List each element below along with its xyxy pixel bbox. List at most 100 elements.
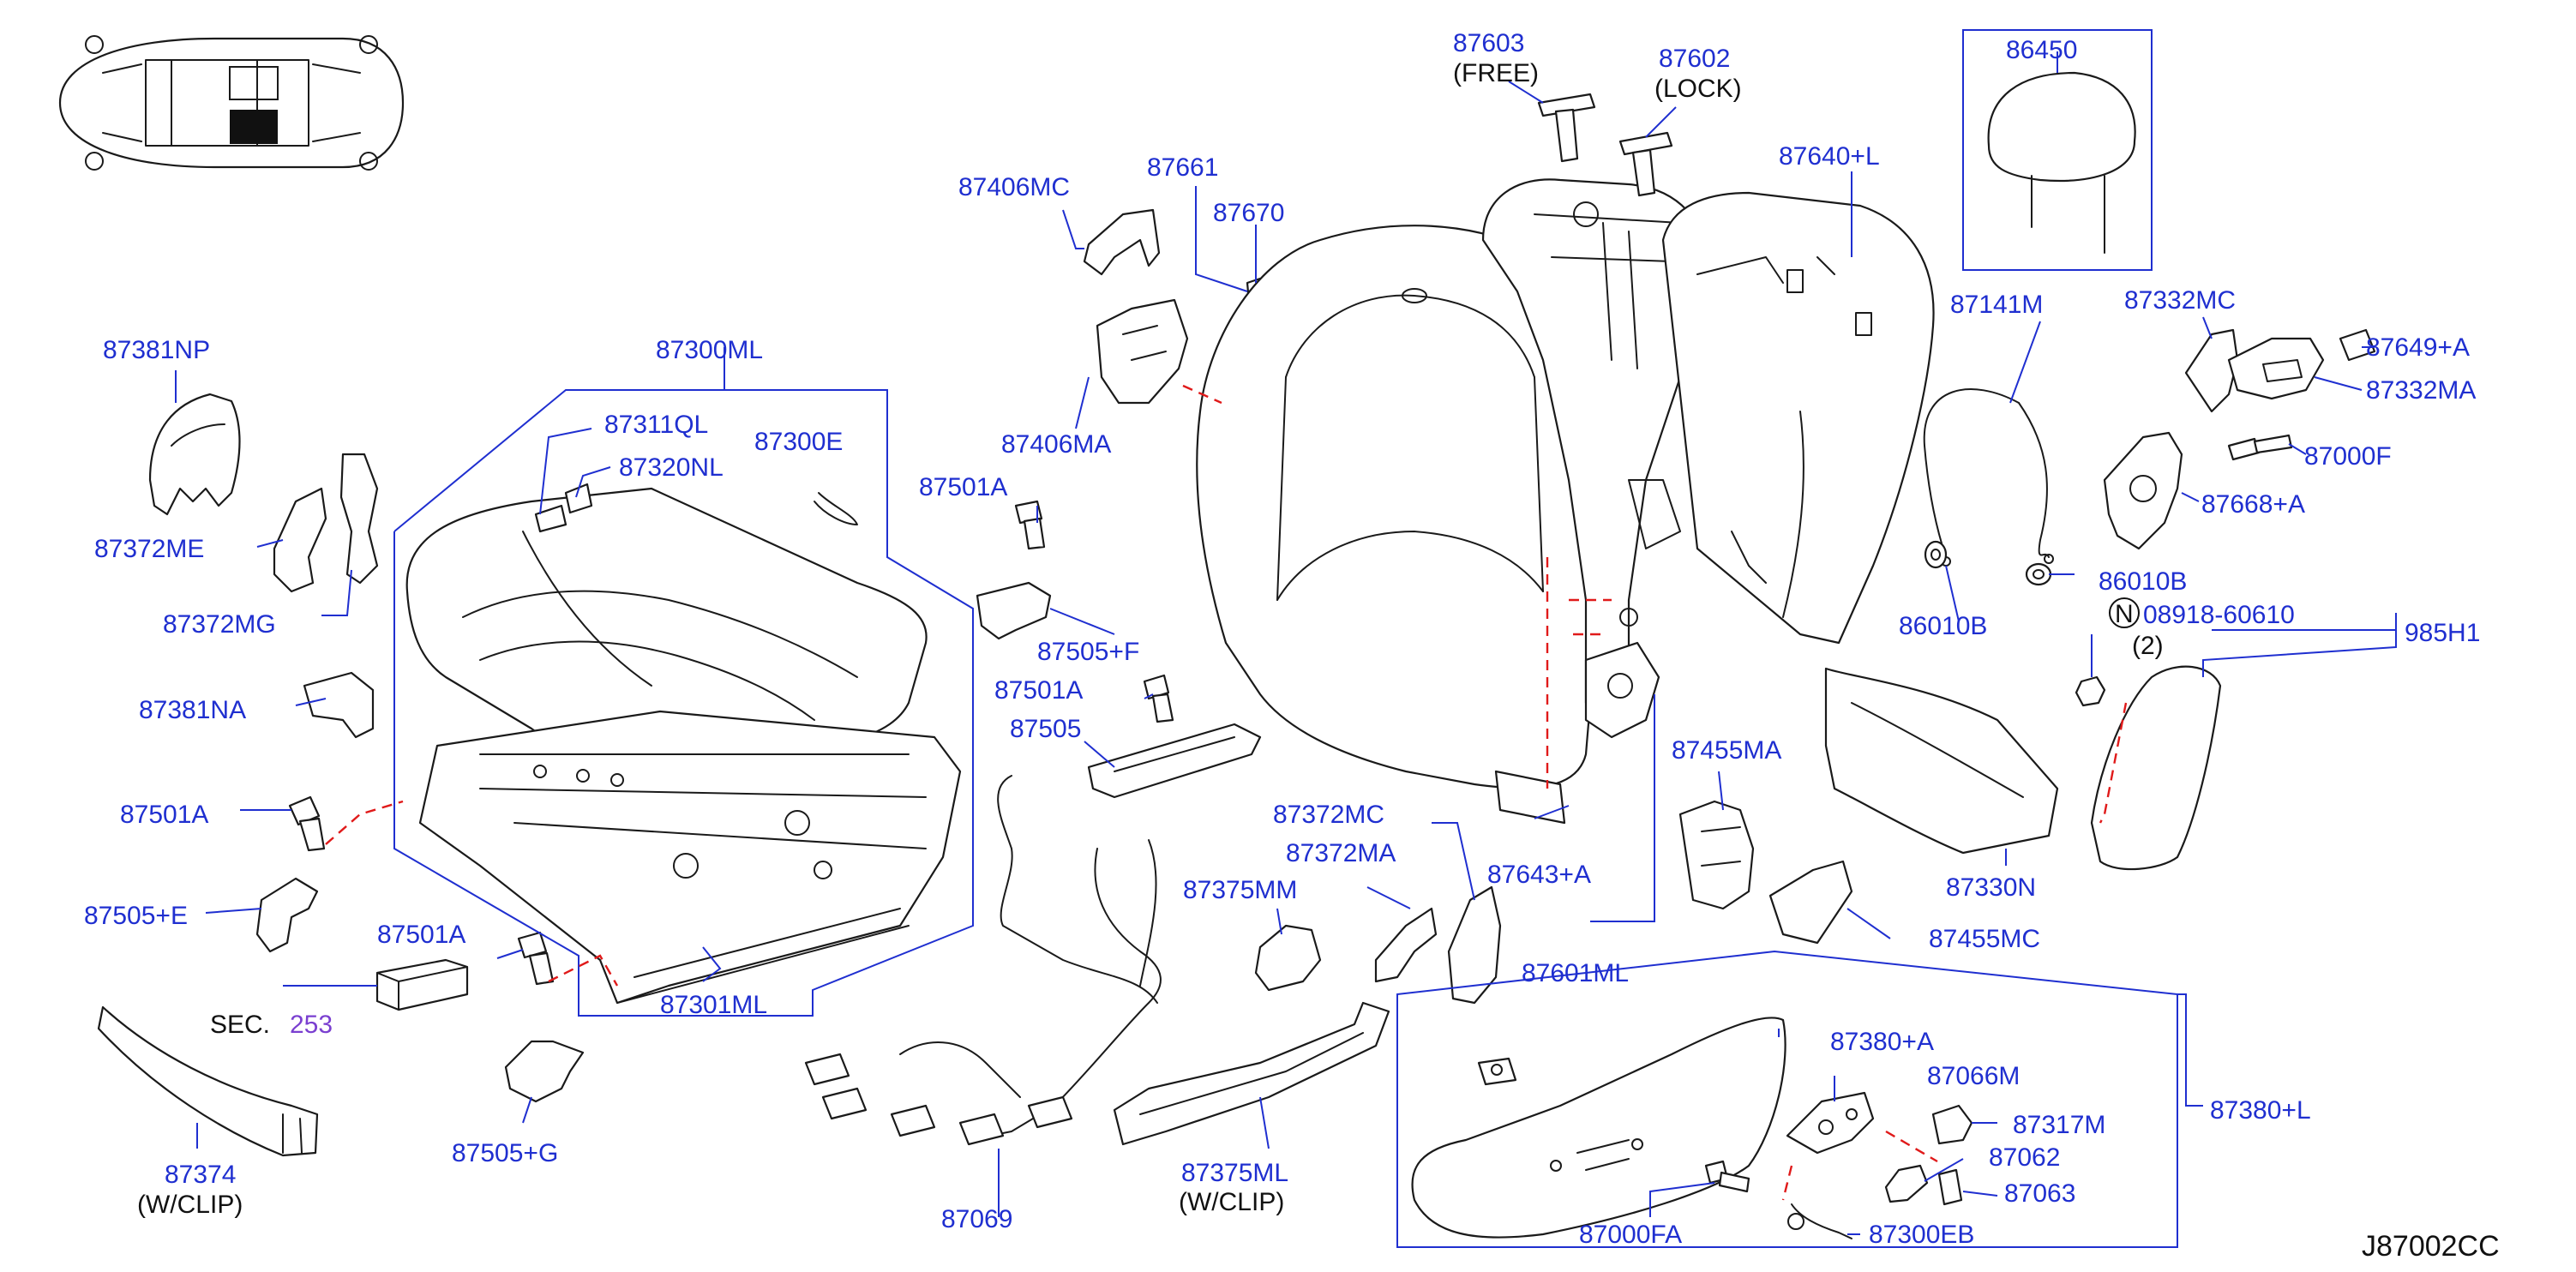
bracket-87375mm (1254, 924, 1322, 992)
seat-cushion-87300ml (405, 487, 928, 773)
label-87063: 87063 (2004, 1179, 2075, 1208)
label-87000fa: 87000FA (1579, 1221, 1682, 1249)
label-87069: 87069 (941, 1205, 1012, 1233)
label-87374: 87374 (165, 1161, 236, 1189)
label-87455mc: 87455MC (1929, 925, 2040, 953)
label-87311ql: 87311QL (604, 411, 708, 439)
part-87372me (273, 487, 327, 593)
label-87670: 87670 (1213, 199, 1284, 227)
label-87505: 87505 (1010, 715, 1081, 743)
part-87381np (148, 393, 241, 516)
label-87320nl: 87320NL (619, 453, 724, 482)
bolt-87501a-center-2 (1143, 674, 1174, 723)
label-86010b-1: 86010B (1899, 612, 1987, 640)
washer-86010b-1 (1924, 540, 1948, 569)
label-87381na: 87381NA (139, 696, 246, 724)
label-87380a: 87380+A (1830, 1028, 1934, 1056)
module-sec-253 (375, 958, 469, 1011)
cover-87332mc (2184, 328, 2239, 413)
label-87505e: 87505+E (84, 902, 188, 930)
label-87301ml: 87301ML (660, 991, 767, 1019)
part-87406mc (1083, 208, 1161, 276)
label-sec-253: 253 (290, 1011, 333, 1039)
pin-87602 (1618, 131, 1673, 197)
trim-strip-87374 (97, 1005, 319, 1157)
label-87300ml: 87300ML (656, 336, 763, 364)
cable-87141m (1923, 388, 2054, 567)
cap-87649a (2339, 328, 2376, 362)
trim-87375ml (1113, 1001, 1390, 1146)
switch-87066m (1786, 1091, 1875, 1155)
part-87372mg (339, 453, 379, 585)
car-top-view-icon (58, 35, 405, 171)
label-87603: 87603 (1453, 29, 1524, 57)
screw-87000fa (1704, 1160, 1750, 1193)
label-87602-lock: (LOCK) (1654, 75, 1742, 103)
label-86010b-2: 86010B (2099, 567, 2187, 596)
label-87066m: 87066M (1927, 1062, 2020, 1090)
label-87374-wclip: (W/CLIP) (137, 1191, 243, 1219)
knob-87062 (1884, 1164, 1929, 1203)
label-08918-60610: 08918-60610 (2143, 601, 2295, 629)
label-87372mc: 87372MC (1273, 801, 1384, 829)
clip-87300e (814, 492, 858, 525)
label-87380l: 87380+L (2210, 1096, 2311, 1125)
label-87141m: 87141M (1950, 291, 2043, 319)
label-sec: SEC. (210, 1011, 270, 1039)
switch-87317m (1931, 1104, 1973, 1145)
label-985h1: 985H1 (2405, 619, 2480, 647)
headrest-86450 (1962, 29, 2153, 271)
pin-87603 (1537, 93, 1596, 163)
label-87406mc: 87406MC (958, 173, 1070, 201)
cover-87332ma (2227, 337, 2325, 400)
label-87643a: 87643+A (1487, 861, 1591, 889)
label-87640l: 87640+L (1779, 142, 1880, 171)
part-87505g (504, 1040, 585, 1103)
part-87381na (303, 671, 375, 739)
diagram-code: J87002CC (2362, 1230, 2500, 1263)
bracket-87455mc (1768, 860, 1853, 945)
recliner-87668a (2103, 431, 2183, 550)
label-87062: 87062 (1989, 1143, 2060, 1172)
wire-harness-87069 (804, 775, 1162, 1146)
label-87501a-lower: 87501A (377, 921, 465, 949)
label-87332mc: 87332MC (2124, 286, 2236, 315)
label-87668a: 87668+A (2201, 490, 2305, 519)
bracket-87311ql (534, 504, 567, 533)
label-87375ml-wclip: (W/CLIP) (1179, 1188, 1284, 1216)
label-87372mg: 87372MG (163, 610, 276, 639)
bolt-87501a-center (1014, 500, 1046, 550)
label-n: N (2115, 600, 2134, 628)
label-87375mm: 87375MM (1183, 876, 1297, 904)
bolt-87501a-left (288, 795, 326, 852)
label-87330n: 87330N (1946, 873, 2036, 902)
side-cover-87380a (1411, 1017, 1786, 1239)
part-87505e (255, 877, 319, 953)
screw-87000f (2227, 434, 2293, 461)
label-87501a-center: 87501A (919, 473, 1007, 501)
label-87649a: 87649+A (2366, 333, 2470, 362)
knob-87063 (1937, 1168, 1963, 1206)
label-87455ma: 87455MA (1672, 736, 1781, 765)
label-86450: 86450 (2006, 36, 2077, 64)
label-87300e: 87300E (754, 428, 843, 456)
label-87501a-left: 87501A (120, 801, 208, 829)
washer-86010b-2 (2025, 562, 2052, 586)
label-87406ma: 87406MA (1001, 430, 1111, 459)
circled-n-icon: N (2109, 597, 2140, 628)
seat-frame-87301ml (418, 710, 962, 1005)
back-board-87640l (1661, 191, 1935, 645)
label-87602: 87602 (1659, 45, 1730, 73)
label-87375ml: 87375ML (1181, 1159, 1288, 1187)
rail-87505 (1087, 723, 1262, 799)
label-87601ml: 87601ML (1522, 959, 1629, 987)
part-87406ma (1096, 298, 1189, 405)
shield-87330n (1824, 667, 2059, 855)
label-87505g: 87505+G (452, 1139, 558, 1167)
label-87505f: 87505+F (1037, 638, 1139, 666)
clip-87505f (976, 581, 1052, 640)
nut-08918-60610 (2075, 675, 2106, 707)
label-87501a-center-2: 87501A (994, 676, 1083, 705)
label-87381np: 87381NP (103, 336, 210, 364)
